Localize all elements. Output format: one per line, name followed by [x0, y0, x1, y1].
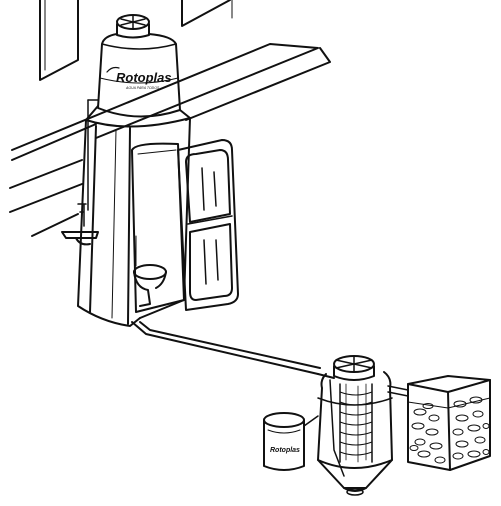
sludge-tank-brand-label: Rotoplas [270, 447, 300, 454]
module-body [62, 100, 190, 326]
sludge-tank: Rotoplas [264, 413, 318, 470]
building-background [10, 0, 330, 236]
toilet [134, 236, 166, 306]
tank-brand-label: Rotoplas [116, 70, 172, 85]
gravel-filter-box [408, 376, 490, 470]
doorway [132, 144, 184, 312]
bathroom-module: Rotoplas AGUA PARA TODOS [62, 15, 238, 326]
tank-brand-tagline: AGUA PARA TODOS [125, 86, 160, 90]
drain-pipe [132, 322, 334, 378]
water-tank: Rotoplas AGUA PARA TODOS [98, 15, 180, 117]
